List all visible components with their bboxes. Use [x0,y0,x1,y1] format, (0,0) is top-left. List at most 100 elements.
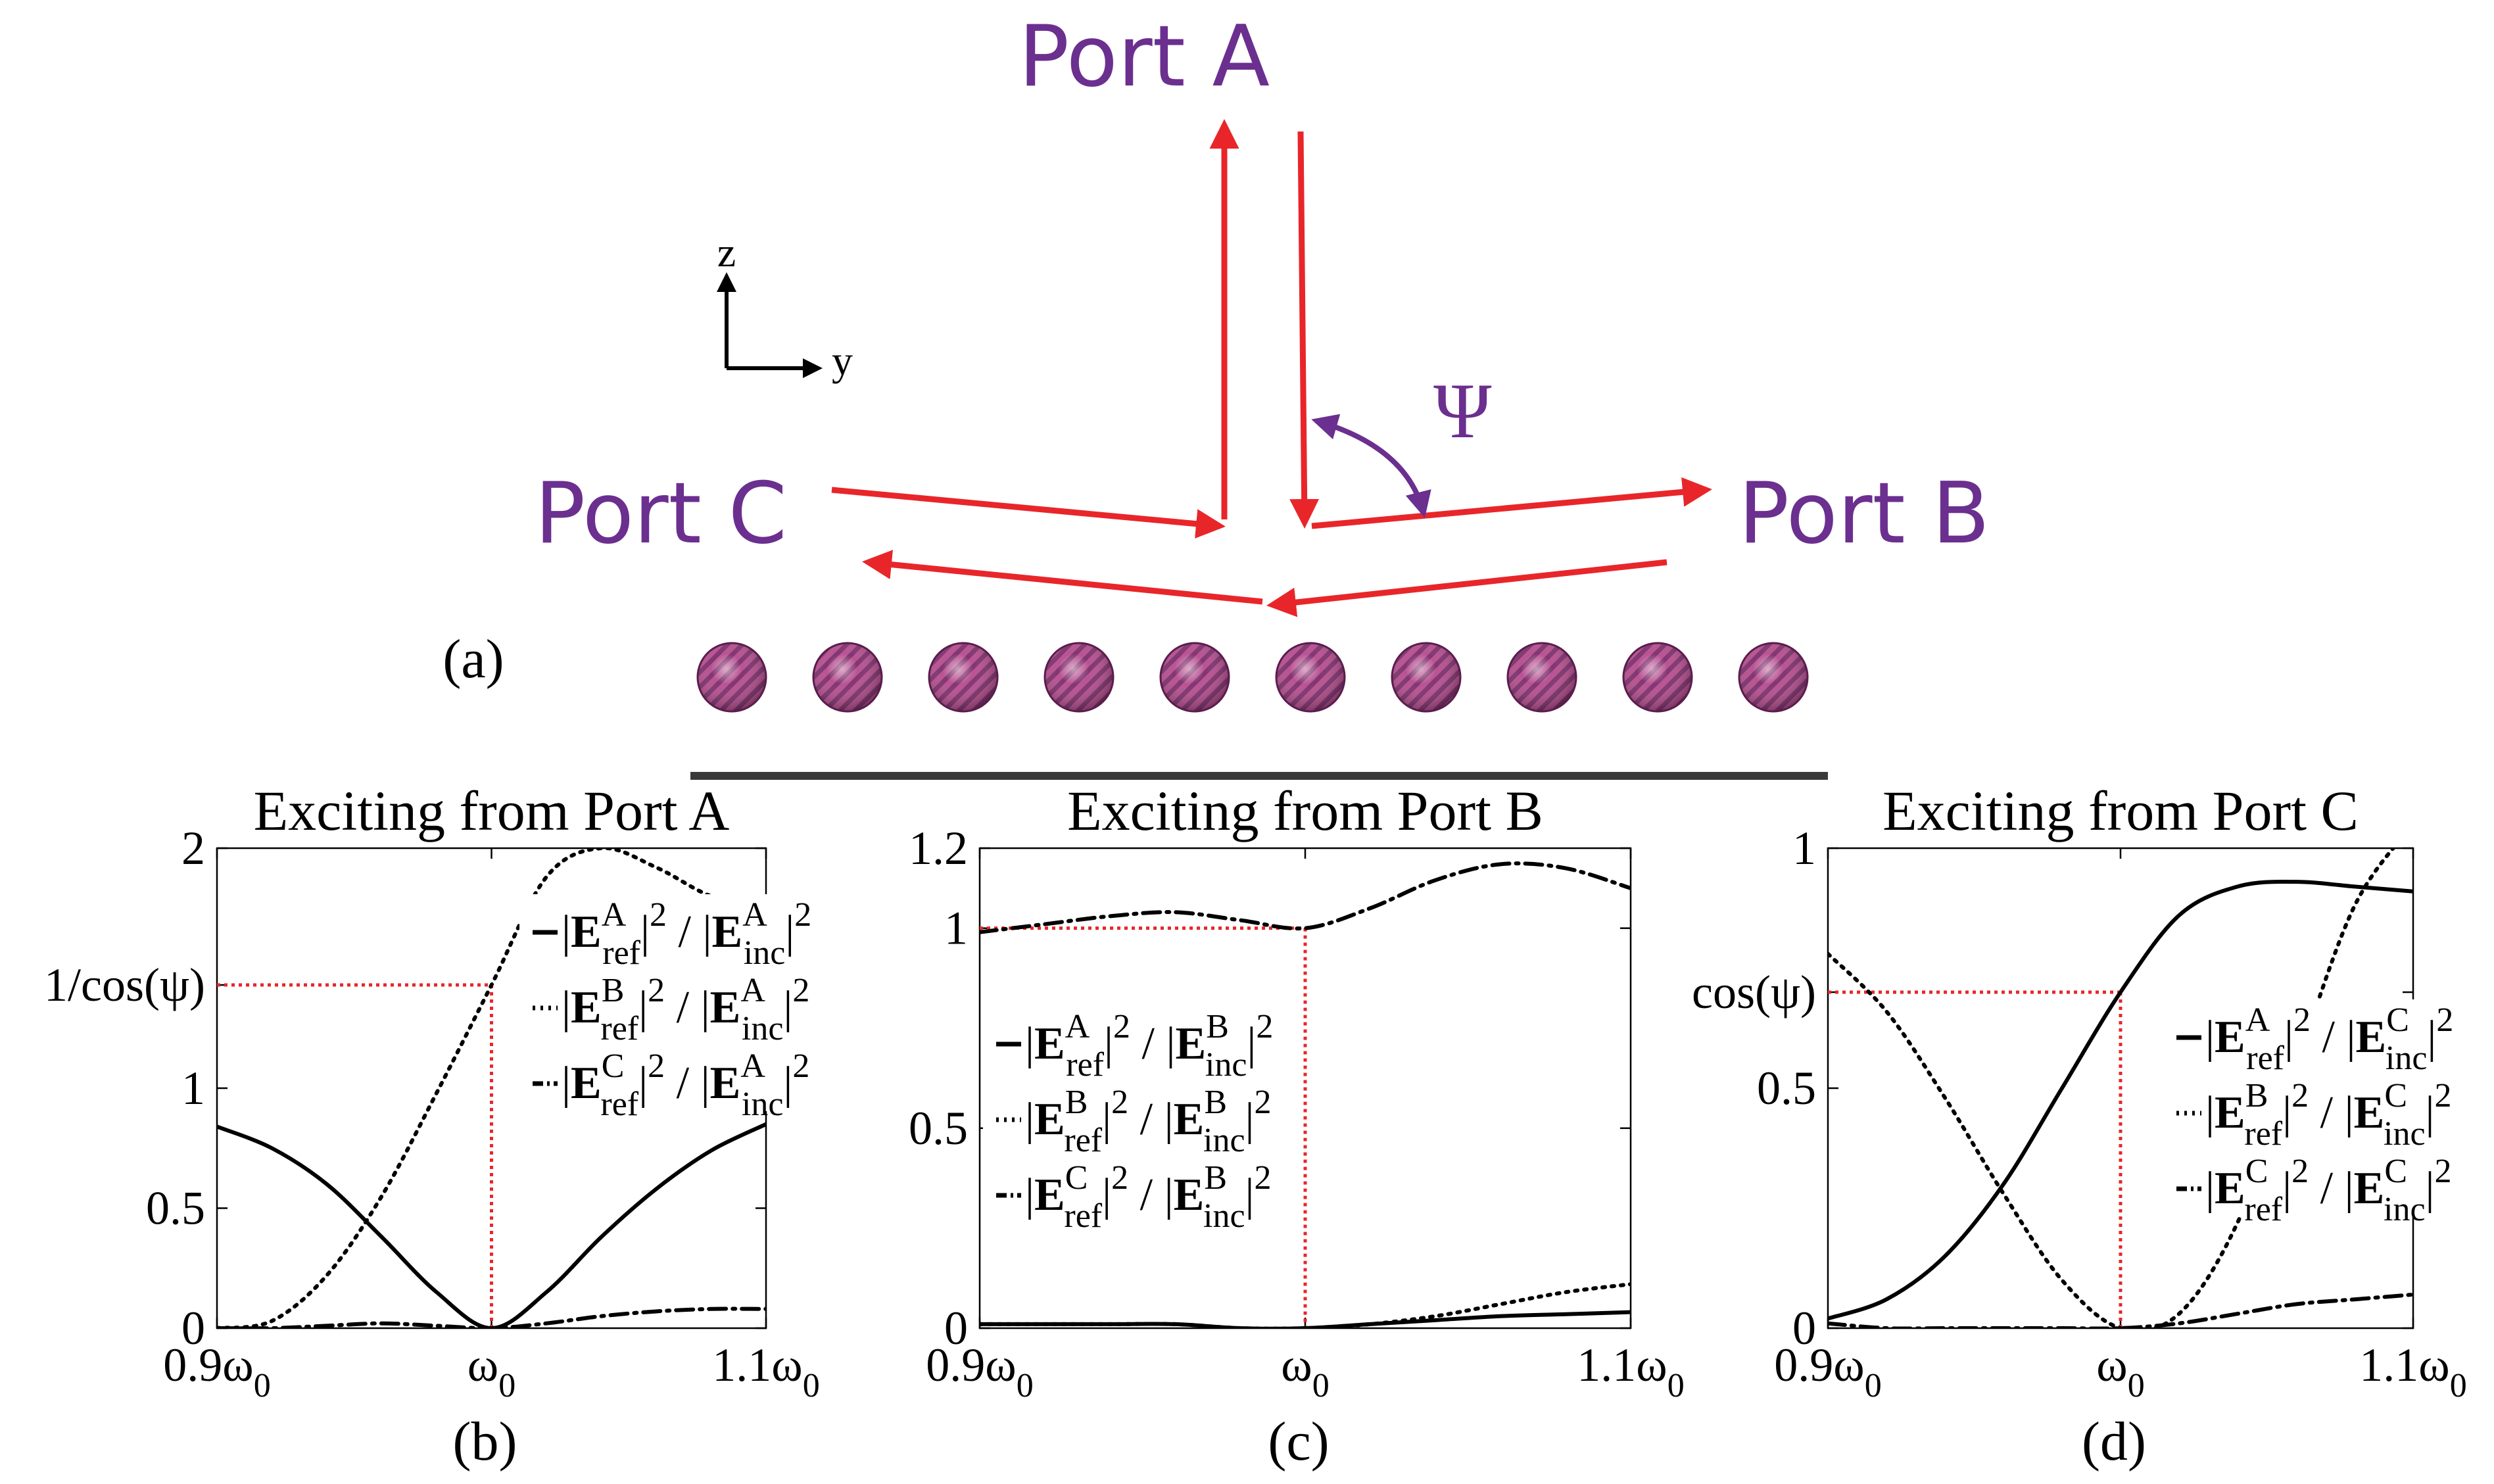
angle-psi-label: Ψ [1433,367,1492,454]
sphere [1506,642,1577,713]
sphere [812,642,883,713]
series-group [1828,848,2413,1328]
x-tick-label: ω0 [2096,1339,2144,1404]
sphere-shading [1622,642,1693,713]
sphere-chain [696,642,1809,713]
y-tick-label: 0.5 [1757,1062,1816,1114]
y-tick-label: 0 [944,1302,968,1354]
series-line-dotted [217,848,766,1328]
series-line-solid [1828,880,2413,1321]
series-line-dashdot [217,1306,766,1328]
sphere [1159,642,1230,713]
sphere-shading [1738,642,1809,713]
series-line-dashdot [980,861,1631,934]
sphere-shading [928,642,999,713]
legend-background [2163,999,2446,1216]
sphere-shading [1043,642,1115,713]
arrow-from-port-c [831,487,1226,539]
sphere-shading [696,642,767,713]
panel-label: (d) [2082,1411,2146,1472]
series-group [980,861,1631,1328]
sphere [1622,642,1693,713]
chart-title: Exciting from Port B [1067,779,1543,842]
sphere-shading [1275,642,1346,713]
sphere [1043,642,1115,713]
sphere-shading [1391,642,1462,713]
y-tick-label: 1 [1792,822,1816,874]
series-line-dashdot [1828,1292,2413,1328]
y-tick-label: 0.5 [909,1102,968,1155]
y-tick-label: 0.5 [146,1182,205,1235]
x-tick-label: ω0 [468,1339,516,1404]
arrow-from-port-a [1289,131,1320,529]
angle-arc [1311,414,1431,518]
y-tick-label: 0 [181,1302,205,1354]
x-tick-label: 1.1ω0 [712,1339,819,1404]
x-tick-label: 0.9ω0 [163,1339,270,1404]
sphere [696,642,767,713]
arrow-to-port-b [1311,477,1712,529]
series-line-dotted [1828,848,2396,1328]
legend-background [519,894,802,1111]
sphere-shading [1159,642,1230,713]
coordinate-axes: z y [717,229,853,384]
port-c-label: Port C [535,465,787,563]
x-tick-label: 1.1ω0 [2359,1339,2466,1404]
chart-1: Exciting from Port A 0 0.5 1 1/cos(ψ) 2 0.9ω0 ω… [44,779,820,1472]
y-tick-label: 1 [944,902,968,955]
panel-label: (b) [453,1411,517,1472]
panel-a-label: (a) [443,629,504,690]
chart-panels: Exciting from Port A 0 0.5 1 1/cos(ψ) 2 0.9ω0 ω… [44,779,2467,1472]
wave-arrows [831,119,1712,617]
x-tick-label: ω0 [1281,1339,1329,1404]
legend-background [983,1006,1266,1223]
chart-title: Exciting from Port A [254,779,730,842]
sphere [1275,642,1346,713]
y-axis-label: y [832,337,853,384]
panel-label: (c) [1268,1411,1329,1472]
sphere-shading [812,642,883,713]
arrow-from-port-b [1266,559,1667,617]
z-axis-label: z [717,229,736,275]
x-tick-label: 0.9ω0 [926,1339,1033,1404]
sphere [1391,642,1462,713]
series-line-solid [217,1122,766,1328]
port-b-label: Port B [1739,465,1990,563]
x-tick-label: 1.1ω0 [1577,1339,1684,1404]
chart-title: Exciting from Port C [1882,779,2359,842]
port-a-label: Port A [1019,8,1270,106]
arrow-to-port-c [862,550,1263,605]
y-tick-label: 1/cos(ψ) [44,959,205,1011]
sphere [928,642,999,713]
panel-a: Port A Port C Port B (a) z y Ψ [443,8,1990,780]
y-tick-label: 2 [181,822,205,874]
sphere-shading [1506,642,1577,713]
sphere [1738,642,1809,713]
y-tick-label: 0 [1792,1302,1816,1354]
y-tick-label: 1 [181,1062,205,1114]
